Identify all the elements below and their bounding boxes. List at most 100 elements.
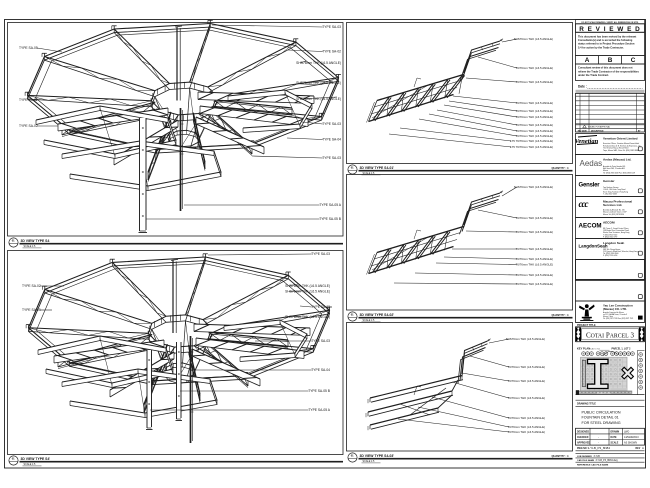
svg-text:TYPE SA-03: TYPE SA-03 — [311, 252, 330, 256]
svg-text:3D VIEW TYPE S4-01': 3D VIEW TYPE S4-01' — [360, 166, 395, 170]
svg-text:SHS76mm THK (L6.5 ANGLE): SHS76mm THK (L6.5 ANGLE) — [514, 185, 553, 189]
svg-text:01: 01 — [351, 454, 354, 458]
svg-text:76/76mm THK (L6.5 ANGLE): 76/76mm THK (L6.5 ANGLE) — [516, 282, 553, 286]
svg-text:138 Shatin Rural Committee Roa: 138 Shatin Rural Committee Road, — [603, 229, 630, 232]
svg-text:Kwun Tong, Kowloon, Hong Kong: Kwun Tong, Kowloon, Hong Kong — [603, 191, 628, 193]
svg-text:TYPE SA-02: TYPE SA-02 — [19, 124, 38, 128]
svg-text:76/76mm THK (L6.5 ANGLE): 76/76mm THK (L6.5 ANGLE) — [508, 379, 545, 383]
svg-text:TYPE SA-03: TYPE SA-03 — [322, 122, 341, 126]
svg-text:Macau: Macau — [603, 170, 608, 172]
svg-text:ISSUED FOR APPROVAL: ISSUED FOR APPROVAL — [588, 126, 610, 129]
svg-text:ccc: ccc — [579, 199, 589, 209]
svg-text:SHS76mm THK (L6.5 ANGLE): SHS76mm THK (L6.5 ANGLE) — [514, 37, 553, 41]
svg-text:TYPE SA-04: TYPE SA-04 — [311, 368, 330, 372]
svg-text:76/76mm THK (L6.5 ANGLE): 76/76mm THK (L6.5 ANGLE) — [516, 273, 553, 277]
svg-text:Aedas: Aedas — [580, 159, 603, 168]
svg-text:SHS76mm THK (L6.5 ANGLE): SHS76mm THK (L6.5 ANGLE) — [506, 337, 545, 341]
svg-text:FOUNTAIN DETAIL 01: FOUNTAIN DETAIL 01 — [582, 416, 619, 420]
svg-text:JOB NUMBER: JOB NUMBER — [577, 456, 592, 458]
svg-text:REFERENCE CAD FILE NAME: REFERENCE CAD FILE NAME — [577, 464, 609, 467]
svg-text:DATE: DATE — [582, 130, 588, 133]
svg-text:DRAWING TITLE: DRAWING TITLE — [577, 402, 596, 405]
svg-text:CHECKED: CHECKED — [577, 437, 589, 439]
svg-text:AS SHOWN: AS SHOWN — [624, 442, 637, 445]
svg-text:This document has been rev: This document has been revised by the re… — [578, 35, 636, 39]
svg-text:76/76mm THK (L6.5 ANGLE): 76/76mm THK (L6.5 ANGLE) — [516, 247, 553, 251]
svg-text:CAD FILE NAME: CAD FILE NAME — [577, 459, 595, 462]
svg-text:Tel: (853) 2833 1008 Fax: (8: Tel: (853) 2833 1008 Fax: (853) 2833 100… — [603, 172, 635, 174]
svg-text:TYPE SA-02: TYPE SA-02 — [19, 98, 38, 102]
svg-text:BY: BY — [638, 131, 641, 133]
svg-text:Macau Tel: (853) 2878 3396: Macau Tel: (853) 2878 3396 — [603, 214, 624, 216]
svg-text:3D VIEW TYPE S4-02': 3D VIEW TYPE S4-02' — [360, 313, 395, 317]
svg-text:3D VIEW TYPE S4: 3D VIEW TYPE S4 — [21, 239, 50, 243]
svg-text:Macau Landmark Tower 2, 16/F: Macau Landmark Tower 2, 16/F — [603, 211, 627, 214]
svg-text:-: - — [598, 436, 599, 439]
svg-text:76/76mm THK (L6.5 ANGLE): 76/76mm THK (L6.5 ANGLE) — [508, 396, 545, 400]
svg-text:01: 01 — [12, 457, 15, 461]
svg-text:TYPE SA-03: TYPE SA-03 — [311, 339, 330, 343]
svg-text:76/76mm THK (L6.5 ANGLE): 76/76mm THK (L6.5 ANGLE) — [516, 230, 553, 234]
svg-text:TYPE SA-05 A: TYPE SA-05 A — [319, 203, 341, 207]
svg-text:DATE: DATE — [611, 436, 618, 439]
svg-text:Consultants(s) and is accor: Consultants(s) and is accorded the follo… — [578, 38, 633, 42]
svg-text:TYPE SA-02: TYPE SA-02 — [311, 305, 330, 309]
svg-text:status referred to in Pro: status referred to in Project Procedure … — [578, 42, 635, 46]
svg-text:A: A — [585, 57, 590, 64]
svg-text:Tel: (853) 2871 7520 Fax: (8: Tel: (853) 2871 7520 Fax: (853) 2871 752… — [603, 318, 633, 320]
svg-text:76/76mm THK (L6.5 ANGLE): 76/76mm THK (L6.5 ANGLE) — [508, 430, 545, 434]
svg-text:R E V I E W E D: R E V I E W E D — [579, 26, 641, 33]
svg-text:76/76mm THK (L6.5 ANGLE): 76/76mm THK (L6.5 ANGLE) — [508, 416, 545, 420]
svg-text:Avenida da Amizade No. 555: Avenida da Amizade No. 555 — [603, 208, 625, 211]
svg-text:76/76mm THK (L6.5 ANGLE): 76/76mm THK (L6.5 ANGLE) — [516, 257, 553, 261]
svg-text:Gensler: Gensler — [579, 183, 601, 189]
svg-text:REV: REV — [578, 131, 582, 133]
svg-text:PARCEL 1, LOT 2: PARCEL 1, LOT 2 — [612, 347, 632, 350]
svg-text:76/76mm THK (L6.5 ANGLE): 76/76mm THK (L6.5 ANGLE) — [516, 134, 553, 138]
svg-text:76/76mm THK (L6.5 ANGLE): 76/76mm THK (L6.5 ANGLE) — [516, 101, 553, 105]
svg-text:COTAI PARCEL 3: COTAI PARCEL 3 — [586, 332, 634, 340]
svg-text:3D VIEW TYPE S4': 3D VIEW TYPE S4' — [21, 457, 51, 461]
svg-text:PUBLIC CIRCULATION: PUBLIC CIRCULATION — [582, 411, 621, 415]
svg-text:SHS76mm THK (L6.5 ANGLE): SHS76mm THK (L6.5 ANGLE) — [285, 315, 330, 319]
svg-text:AECOM: AECOM — [579, 223, 602, 230]
svg-text:TYPE SA-02: TYPE SA-02 — [322, 50, 341, 54]
svg-text:Venetian: Venetian — [575, 138, 599, 145]
svg-text:REV: REV — [636, 448, 641, 450]
svg-text:5.4 for action by the Tra: 5.4 for action by the Trade Contractor. — [578, 45, 624, 49]
svg-text:The Venetian Macao Resort Hote: The Venetian Macao Resort Hotel — [603, 147, 629, 150]
svg-text:ESTRADA DO ISTMO: ESTRADA DO ISTMO — [597, 392, 612, 395]
svg-text:76/76mm THK (L6.5 ANGLE): 76/76mm THK (L6.5 ANGLE) — [516, 216, 553, 220]
svg-text:Estrada da Baia de N. Senhora: Estrada da Baia de N. Senhora da Esperan… — [603, 144, 640, 147]
svg-text:SHS76mm THK (L6.5 ANGLE): SHS76mm THK (L6.5 ANGLE) — [285, 284, 330, 288]
svg-text:Yau Lee Construction: Yau Lee Construction — [603, 304, 633, 308]
svg-text:14/MAR/2013: 14/MAR/2013 — [624, 436, 639, 439]
svg-text:T +852.2507.0633: T +852.2507.0633 — [603, 194, 617, 196]
svg-text:Taipa, Macao SAR, China Tel: Taipa, Macao SAR, China Tel: (853) 2882 … — [603, 149, 638, 152]
svg-text:Consultant review of this: Consultant review of this document does … — [578, 66, 633, 70]
svg-text:Macau, China: Macau, China — [603, 316, 613, 318]
svg-text:(Macau) CO. LTD.: (Macau) CO. LTD. — [603, 307, 627, 311]
svg-text:Services Ltd.: Services Ltd. — [603, 203, 622, 207]
svg-text:Edif Great Will, 13 andar A-B: Edif Great Will, 13 andar A-B — [603, 167, 625, 170]
svg-text:under the Trade Contract.: under the Trade Contract. — [578, 73, 609, 77]
svg-text:QUANTITY : 4: QUANTITY : 4 — [552, 454, 570, 458]
svg-text:76/76mm THK (L6.5 ANGLE): 76/76mm THK (L6.5 ANGLE) — [516, 263, 553, 267]
svg-text:Aedas (Macau) Ltd.: Aedas (Macau) Ltd. — [603, 158, 632, 162]
svg-text:SCALE 1:5: SCALE 1:5 — [363, 172, 375, 175]
svg-text:B: B — [608, 57, 613, 64]
svg-text:TYPE SA-04: TYPE SA-04 — [322, 138, 341, 142]
svg-text:Gensler: Gensler — [603, 179, 615, 183]
svg-text:76/76mm THK (L6.5 ANGLE): 76/76mm THK (L6.5 ANGLE) — [516, 109, 553, 113]
svg-text:3-YLB_P3_8N84.dwg: 3-YLB_P3_8N84.dwg — [596, 460, 619, 462]
svg-text:QUANTITY : 4: QUANTITY : 4 — [552, 313, 570, 317]
svg-text:3-Y26: 3-Y26 — [594, 455, 601, 458]
svg-text:SCALE 1:5: SCALE 1:5 — [363, 319, 375, 322]
svg-text:T: (852) 3922 9000: T: (852) 3922 9000 — [603, 234, 617, 236]
svg-text:Tel: (852) 2830 3500: Tel: (852) 2830 3500 — [603, 253, 619, 255]
svg-text:Avenida Comercial de Macau: Avenida Comercial de Macau — [603, 311, 624, 314]
svg-text:DESCRIPTION: DESCRIPTION — [591, 131, 604, 133]
svg-text:SHS76mm THK (L6.5 ANGLE): SHS76mm THK (L6.5 ANGLE) — [296, 97, 341, 101]
svg-text:SCALE 1:5: SCALE 1:5 — [24, 463, 36, 466]
svg-text:76/76mm THK (L6.5 ANGLE): 76/76mm THK (L6.5 ANGLE) — [516, 123, 553, 127]
